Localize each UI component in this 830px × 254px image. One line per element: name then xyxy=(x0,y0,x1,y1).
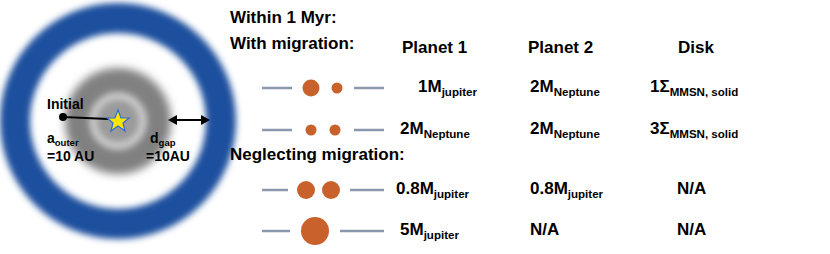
subscript: MMSN, solid xyxy=(670,86,739,98)
subscript: jupiter xyxy=(442,86,477,98)
disk-label: =10AU xyxy=(146,148,190,164)
disk-label: Initial xyxy=(47,96,84,112)
label-text: 0.8M xyxy=(396,179,434,198)
na-value: N/A xyxy=(677,220,706,240)
label-text: Planet 1 xyxy=(402,38,467,57)
label-text: With migration: xyxy=(230,34,355,53)
label-text: 1Σ xyxy=(650,77,670,96)
column-head: Disk xyxy=(678,38,714,58)
mass-value: 0.8Mjupiter xyxy=(396,179,469,201)
subscript: jupiter xyxy=(424,229,459,241)
label-text: Disk xyxy=(678,38,714,57)
label-text: Neglecting migration: xyxy=(230,145,405,164)
label-text: d xyxy=(150,130,159,146)
label-text: 2M xyxy=(530,119,554,138)
label-text: =10 AU xyxy=(47,148,94,164)
disk-value: 1ΣMMSN, solid xyxy=(650,77,738,99)
mass-value: 1Mjupiter xyxy=(418,77,477,99)
mass-value: 5Mjupiter xyxy=(400,220,459,242)
label-text: a xyxy=(47,130,55,146)
disk-label: =10 AU xyxy=(47,148,94,164)
star-symbol xyxy=(107,110,129,131)
label-text: 5M xyxy=(400,220,424,239)
subscript: jupiter xyxy=(568,188,603,200)
subscript: outer xyxy=(55,137,79,148)
label-text: Planet 2 xyxy=(528,38,593,57)
inner-gray-core xyxy=(94,97,142,145)
mass-value: 2MNeptune xyxy=(400,119,470,141)
mass-value: 0.8Mjupiter xyxy=(530,179,603,201)
na-value: N/A xyxy=(530,220,559,240)
label-text: Within 1 Myr: xyxy=(230,8,337,27)
label-text: 0.8M xyxy=(530,179,568,198)
column-head: Planet 1 xyxy=(402,38,467,58)
label-text: 2M xyxy=(530,77,554,96)
arrowhead xyxy=(201,115,210,125)
heading: With migration: xyxy=(230,34,355,54)
heading: Within 1 Myr: xyxy=(230,8,337,28)
label-text: Initial xyxy=(47,96,84,112)
label-text: N/A xyxy=(530,220,559,239)
mass-value: 2MNeptune xyxy=(530,119,600,141)
gap-arrow xyxy=(176,119,202,121)
heading: Neglecting migration: xyxy=(230,145,405,165)
label-text: N/A xyxy=(677,179,706,198)
label-text: =10AU xyxy=(146,148,190,164)
mass-value: 2MNeptune xyxy=(530,77,600,99)
na-value: N/A xyxy=(677,179,706,199)
label-text: 3Σ xyxy=(650,119,670,138)
subscript: MMSN, solid xyxy=(670,128,739,140)
column-head: Planet 2 xyxy=(528,38,593,58)
subscript: Neptune xyxy=(424,128,470,140)
disk-label: dgap xyxy=(150,130,175,149)
subscript: gap xyxy=(159,137,176,148)
disk-value: 3ΣMMSN, solid xyxy=(650,119,738,141)
radius-line xyxy=(63,117,108,119)
planet-dot xyxy=(59,113,67,121)
label-text: 2M xyxy=(400,119,424,138)
subscript: Neptune xyxy=(554,128,600,140)
disk-label: aouter xyxy=(47,130,79,149)
arrowhead xyxy=(168,115,177,125)
outer-disk-ring xyxy=(15,18,221,224)
subscript: jupiter xyxy=(434,188,469,200)
subscript: Neptune xyxy=(554,86,600,98)
label-text: N/A xyxy=(677,220,706,239)
label-text: 1M xyxy=(418,77,442,96)
